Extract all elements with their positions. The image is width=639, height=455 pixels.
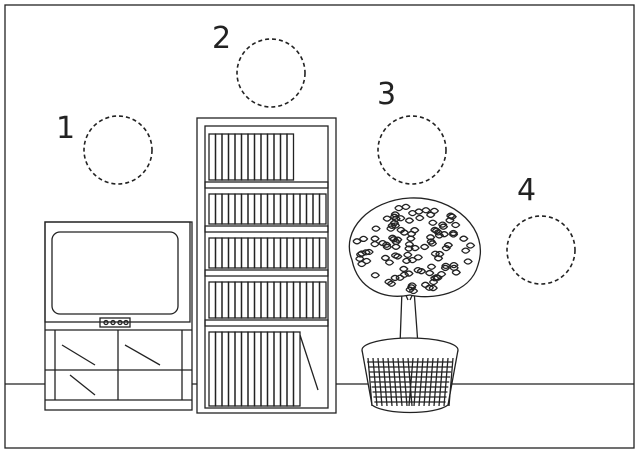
marker-4: 4 — [507, 173, 575, 284]
marker-3: 3 — [377, 77, 446, 184]
bookshelf — [197, 118, 336, 413]
marker-1: 1 — [56, 111, 152, 184]
tv-cabinet — [45, 222, 192, 410]
dashed-circle-1[interactable] — [84, 116, 152, 184]
dashed-circle-3[interactable] — [378, 116, 446, 184]
dashed-circle-2[interactable] — [237, 39, 305, 107]
marker-label-3: 3 — [377, 77, 396, 112]
marker-2: 2 — [212, 21, 305, 107]
marker-label-4: 4 — [517, 173, 536, 208]
marker-label-1: 1 — [56, 111, 75, 146]
marker-label-2: 2 — [212, 21, 231, 56]
dashed-circle-4[interactable] — [507, 216, 575, 284]
potted-tree — [349, 198, 480, 413]
